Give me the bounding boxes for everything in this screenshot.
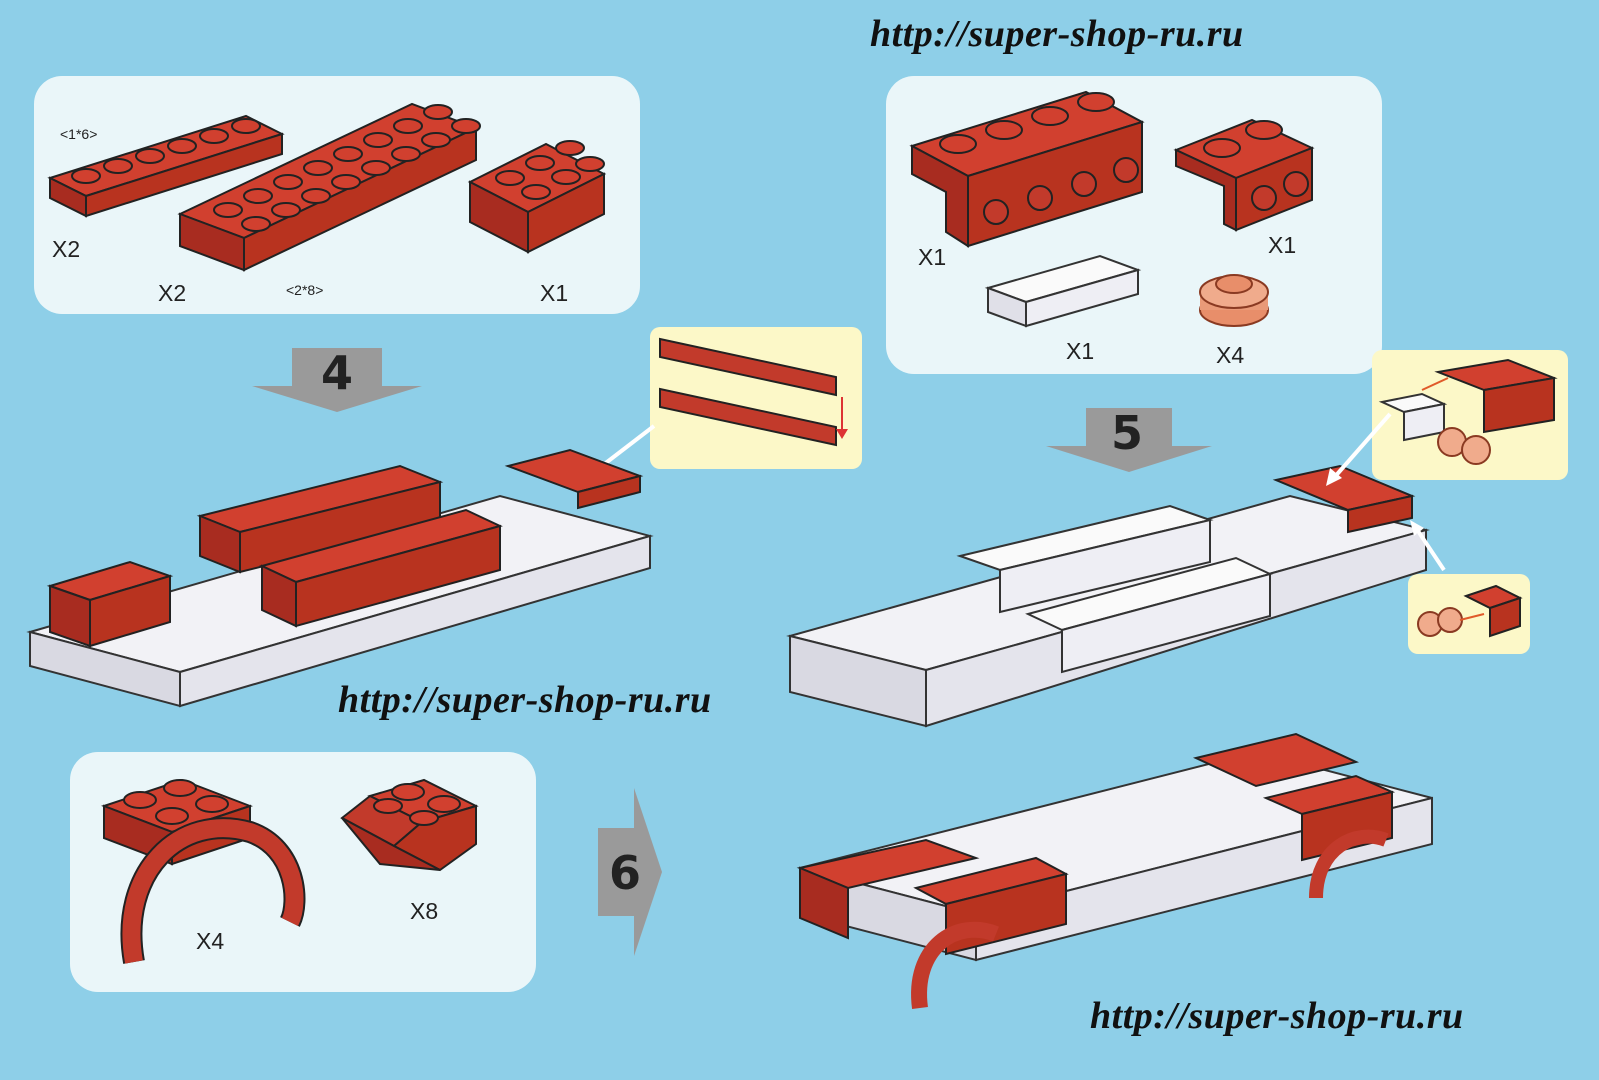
slope-brick-qty: X8	[410, 898, 439, 924]
tile-white-qty: X1	[1066, 338, 1095, 364]
brick-2x8-icon	[177, 102, 481, 272]
step6-assembly-icon	[796, 732, 1433, 1010]
wheel-arch-icon	[101, 778, 306, 964]
step4-assembly-icon	[26, 448, 654, 708]
step4-down-arrow-icon	[252, 348, 422, 412]
round-plate-qty: X4	[1216, 342, 1245, 368]
step5-down-arrow-icon	[1046, 408, 1212, 472]
brick-2x8-qty: X2	[158, 280, 187, 306]
wheel-arch-qty: X4	[196, 928, 225, 954]
step4-number: 4	[320, 346, 353, 400]
round-plate-icon	[1199, 274, 1269, 327]
brick-2x3-qty: X1	[540, 280, 569, 306]
watermark-top: http://super-shop-ru.ru	[870, 13, 1244, 55]
brick-2x8-dim-label: <2*8>	[286, 282, 324, 298]
plate-1x6-icon	[47, 114, 285, 218]
step5-assembly-icon	[786, 464, 1430, 728]
step5-number: 5	[1110, 406, 1143, 460]
step5-callout-top-parts-icon	[1378, 358, 1558, 465]
side-stud-long-icon	[909, 90, 1145, 248]
step5-callout-pointers-icon	[1326, 412, 1446, 572]
step6-number: 6	[608, 846, 641, 900]
plate-1x6-dim-label: <1*6>	[60, 126, 98, 142]
step4-callout-plates-icon	[659, 337, 848, 447]
tile-white-icon	[984, 254, 1142, 328]
side-stud-short-icon	[1173, 118, 1315, 232]
side-stud-long-qty: X1	[918, 244, 947, 270]
plate-1x6-qty: X2	[52, 236, 81, 262]
slope-brick-icon	[340, 778, 479, 872]
watermark-bottom: http://super-shop-ru.ru	[1090, 995, 1464, 1037]
watermark-middle: http://super-shop-ru.ru	[338, 679, 712, 721]
side-stud-short-qty: X1	[1268, 232, 1297, 258]
brick-2x3-icon	[467, 140, 607, 254]
step6-right-arrow-icon	[598, 788, 662, 956]
step5-callout-bottom-parts-icon	[1417, 584, 1523, 638]
